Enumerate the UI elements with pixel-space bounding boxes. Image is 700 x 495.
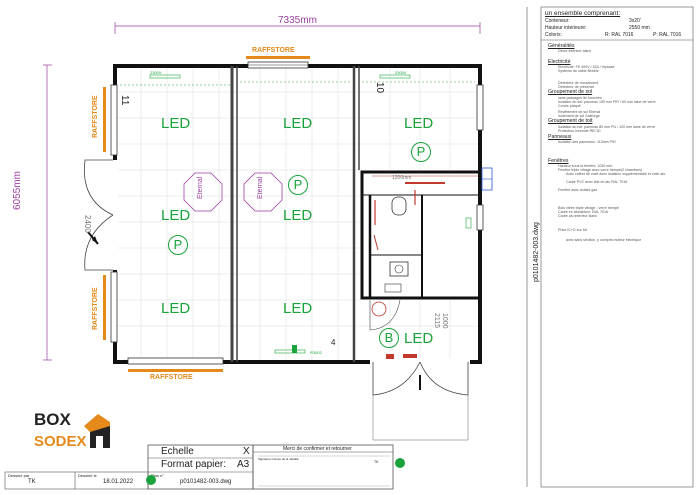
b-symbol: B (379, 328, 399, 348)
annotation-text: 2300V (395, 70, 407, 75)
logo-house-icon (84, 414, 110, 448)
legend-item: Cadre PVC avec tôle en alu RAL 7016 (566, 180, 628, 184)
legend-section-title: Fenêtres (548, 158, 569, 164)
legend-panel: un ensemble comprenant: Conteneur: 3x20'… (545, 10, 691, 39)
door-dimension-label: 2400 (83, 215, 92, 233)
legend-item: Electricité: FE 400V / 32A / triphasé (558, 65, 615, 69)
legend-item: sans passages de fourches (558, 96, 602, 100)
led-label: LED (283, 115, 313, 132)
drawn-by-label: Dessiné par (8, 473, 30, 478)
legend-section-title: Panneaux (548, 134, 572, 140)
company-logo: BOX SODEX (34, 410, 114, 454)
status-dot (146, 475, 156, 485)
legend-row-value: R: RAL 7016 (605, 32, 634, 38)
room-number-right: 10 (374, 82, 385, 94)
legend-row-label: Hauteur interieure: (545, 25, 587, 31)
eternal-label: Eternal (257, 176, 264, 199)
legend-sections: Généralités Décor intérieur blanc Electr… (548, 43, 690, 242)
legend-section-title: Electricité (548, 59, 571, 65)
window-dimension-label: 1200mm (392, 175, 412, 181)
legend-item: Contre plaqué (558, 104, 581, 108)
dimension-2115: 2115 (433, 313, 440, 329)
echelle-value: X (243, 446, 250, 457)
legend-item: Avec coffret de volet avec isolation sup… (566, 172, 667, 176)
legend-item: Prise IC+G sur 6A (558, 228, 588, 232)
led-label: LED (161, 207, 191, 224)
room-number-left: 11 (119, 95, 130, 106)
led-label: LED (161, 300, 191, 317)
drawing-number-vertical: p0101482-003.dwg (533, 222, 540, 282)
legend-row-label: Conteneur: (545, 18, 570, 24)
led-label: LED (283, 300, 313, 317)
overall-width-label: 7335mm (278, 15, 317, 26)
legend-item: Isolation du toit: panneau 80 mm PU / 12… (558, 125, 655, 129)
legend-item: Détecteur de mouvement (558, 81, 599, 85)
legend-item: Isolation des panneaux: 110mm PIR (558, 140, 616, 144)
legend-row-value: 2550 mm (629, 25, 650, 31)
raffstore-left-top-label: RAFFSTORE (92, 95, 99, 138)
parking-symbol: P (411, 142, 431, 162)
legend-row-label: Coloris: (545, 32, 562, 38)
led-label: LED (161, 115, 191, 132)
legend-row-value: 3x20' (629, 18, 641, 24)
drawn-date-label: Dessiné le (78, 473, 97, 478)
legend-item: avec sans sécilion, y compris moteur éle… (566, 238, 642, 242)
raffstore-left-bottom-label: RAFFSTORE (92, 287, 99, 330)
confirm-title: Merci de confirmer et retourner (283, 446, 352, 452)
legend-item: Décor intérieur blanc (558, 49, 592, 53)
legend-item: Fenêtre avec isolant gaz (558, 188, 598, 192)
parking-symbol: P (168, 235, 188, 255)
led-label: LED (404, 115, 434, 132)
logo-text-bottom: SODEX (34, 433, 87, 450)
raffstore-top-label: RAFFSTORE (252, 47, 295, 54)
legend-item: Fenêtre triple vitrage avec verre trempé… (558, 168, 643, 172)
legend-item: Bois vitrée triple vitrage - verre tremp… (558, 206, 619, 210)
legend-row-value: P: RAL 7016 (653, 32, 682, 38)
format-label: Format papier: (161, 459, 227, 470)
legend-title: un ensemble comprenant: (545, 10, 621, 17)
legend-item: Cadre en aluminium: RAL 7016 (558, 210, 609, 214)
legend-section-title: Généralités (548, 43, 575, 49)
legend-item: Isolation du sol: panneau 150 mm PIR / 6… (558, 100, 656, 104)
plan-number-value: p0101482-003.dwg (180, 479, 232, 485)
overall-height-label: 6055mm (12, 171, 23, 210)
legend-item: Système de câble flexible (558, 69, 599, 73)
raffstore-bottom-label: RAFFSTORE (150, 374, 193, 381)
plan-number-label: Plan n° (151, 473, 164, 478)
legend-item: Détecteur de présence (558, 85, 595, 89)
annotation-text: R3002 (310, 350, 322, 355)
drawn-by-value: TK (28, 479, 36, 485)
parking-symbol: P (288, 175, 308, 195)
status-dot (395, 458, 405, 468)
annotation-text: 2300V (150, 70, 162, 75)
signature-label: Signature incluse de la validité (258, 457, 299, 461)
legend-section-title: Groupement de toit (548, 118, 593, 124)
led-label: LED (283, 207, 313, 224)
logo-text-top: BOX (34, 410, 71, 429)
legend-item: Protection incendie REI 30 (558, 129, 601, 133)
format-value: A3 (237, 459, 250, 470)
legend-item: Hauteur sous la fenêtre: 1030 mm (558, 164, 613, 168)
legend-item: Isolement de sol Safeurge (558, 114, 600, 118)
dimension-4: 4 (331, 338, 336, 347)
echelle-label: Echelle (161, 446, 194, 457)
legend-item: Revêtement de sol Eternal (558, 110, 601, 114)
legend-section-title: Groupement de sol (548, 89, 593, 95)
led-label: LED (404, 330, 434, 347)
eternal-label: Eternal (197, 176, 204, 199)
signature-initials: TK (374, 460, 379, 464)
legend-item: Cadre alu intérieur blanc (558, 214, 598, 218)
drawn-date-value: 18.01.2022 (103, 479, 134, 485)
dimension-1000: 1000 (441, 313, 448, 329)
